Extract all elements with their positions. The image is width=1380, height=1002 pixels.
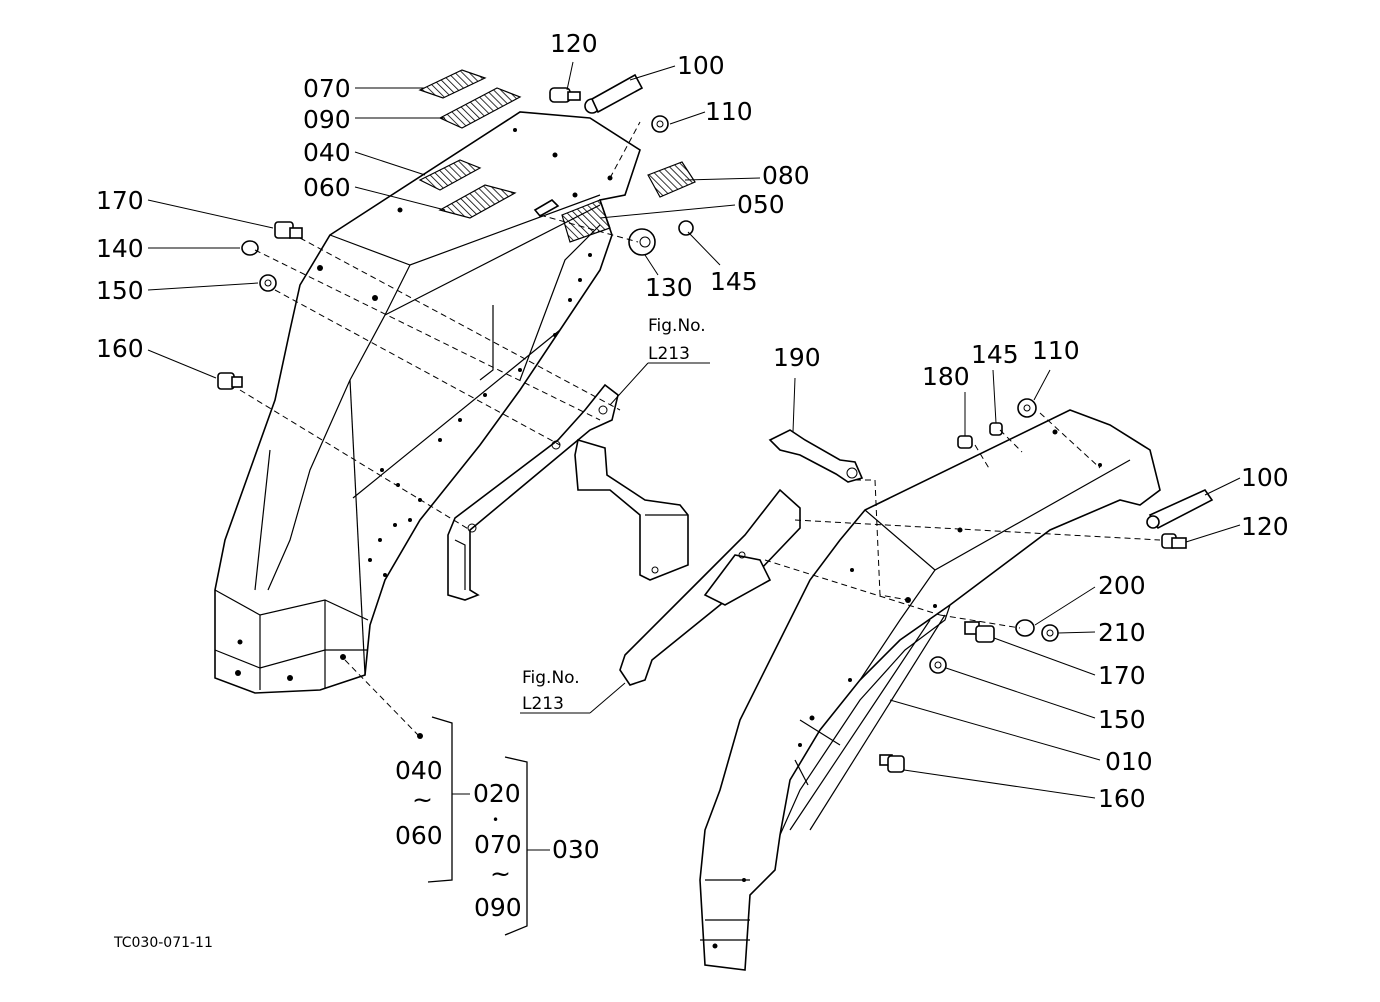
kit-dot: • bbox=[492, 813, 499, 827]
label-180: 180 bbox=[922, 362, 970, 391]
label-170: 170 bbox=[96, 186, 144, 215]
label-170-right: 170 bbox=[1098, 661, 1146, 690]
leader-lines bbox=[147, 61, 1241, 799]
label-040: 040 bbox=[303, 138, 351, 167]
label-100-right: 100 bbox=[1241, 463, 1289, 492]
center-brackets bbox=[447, 383, 801, 686]
kit-label-090: 090 bbox=[474, 893, 522, 922]
label-150: 150 bbox=[96, 276, 144, 305]
kit-label-030: 030 bbox=[552, 835, 600, 864]
figure-reference-bottom: Fig.No. L213 bbox=[522, 668, 580, 714]
figure-reference-top: Fig.No. L213 bbox=[648, 316, 706, 364]
label-150-right: 150 bbox=[1098, 705, 1146, 734]
label-100: 100 bbox=[677, 51, 725, 80]
kit-label-020: 020 bbox=[473, 779, 521, 808]
decal-shapes-left bbox=[418, 69, 696, 243]
label-120-right: 120 bbox=[1241, 512, 1289, 541]
left-fender bbox=[214, 111, 641, 694]
right-hardware bbox=[768, 398, 1214, 773]
label-190: 190 bbox=[773, 343, 821, 372]
label-110-right: 110 bbox=[1032, 336, 1080, 365]
fig-ref-top-line2: L213 bbox=[648, 344, 690, 364]
kit-tilde-2: ~ bbox=[490, 859, 511, 888]
kit-label-070: 070 bbox=[474, 830, 522, 859]
kit-brackets bbox=[427, 716, 550, 936]
fig-ref-top-line1: Fig.No. bbox=[648, 316, 706, 336]
label-140: 140 bbox=[96, 234, 144, 263]
label-130: 130 bbox=[645, 273, 693, 302]
fig-ref-bottom-line2: L213 bbox=[522, 694, 564, 714]
right-fender bbox=[699, 409, 1161, 971]
kit-label-060: 060 bbox=[395, 821, 443, 850]
label-210: 210 bbox=[1098, 618, 1146, 647]
label-200: 200 bbox=[1098, 571, 1146, 600]
kit-tilde-1: ~ bbox=[412, 785, 433, 814]
label-110: 110 bbox=[705, 97, 753, 126]
label-145-right: 145 bbox=[971, 340, 1019, 369]
label-080: 080 bbox=[762, 161, 810, 190]
label-070: 070 bbox=[303, 74, 351, 103]
fig-ref-bottom-line1: Fig.No. bbox=[522, 668, 580, 688]
label-010: 010 bbox=[1105, 747, 1153, 776]
label-050: 050 bbox=[737, 190, 785, 219]
label-160-right: 160 bbox=[1098, 784, 1146, 813]
diagram-code: TC030-071-11 bbox=[113, 935, 213, 951]
label-060: 060 bbox=[303, 173, 351, 202]
kit-labels: 040 ~ 060 020 • 070 ~ 090 030 bbox=[395, 756, 600, 922]
label-090: 090 bbox=[303, 105, 351, 134]
label-145: 145 bbox=[710, 267, 758, 296]
left-hardware bbox=[217, 73, 694, 390]
label-160: 160 bbox=[96, 334, 144, 363]
alignment-lines bbox=[239, 121, 1161, 739]
left-part-labels: 070 090 040 060 120 100 110 080 050 130 … bbox=[96, 29, 810, 363]
kit-label-040: 040 bbox=[395, 756, 443, 785]
right-part-labels: 190 180 145 110 100 120 200 210 170 150 … bbox=[773, 336, 1289, 813]
label-120: 120 bbox=[550, 29, 598, 58]
